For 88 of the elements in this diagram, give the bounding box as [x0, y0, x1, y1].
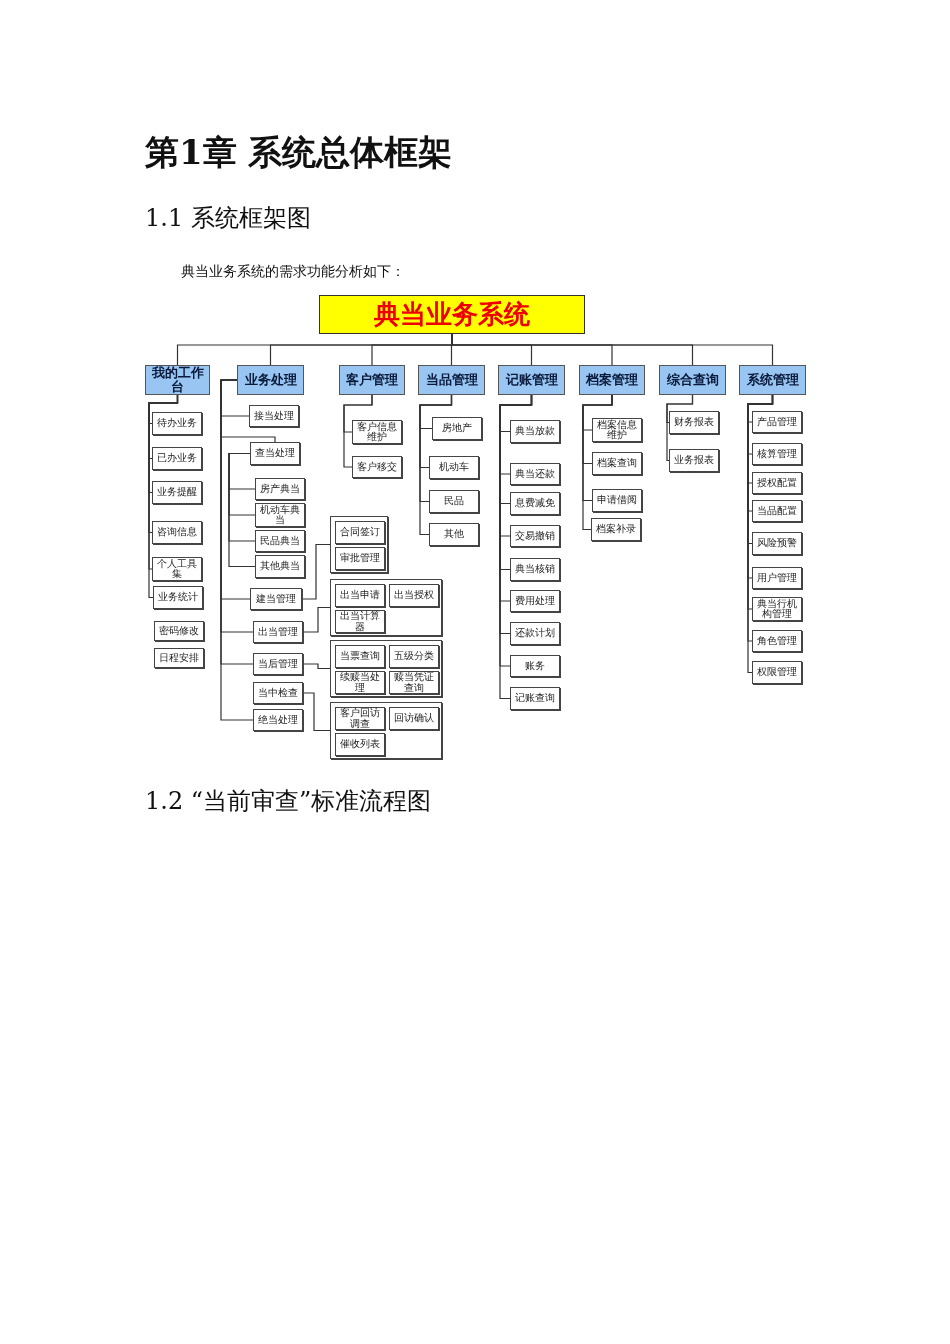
connector-line	[301, 543, 331, 600]
connector-line	[666, 394, 694, 462]
connector-line	[343, 394, 373, 468]
function-box: 当后管理	[253, 653, 303, 675]
function-box: 民品	[429, 490, 479, 513]
connector-line	[302, 692, 331, 732]
function-box: 赎当凭证查询	[389, 671, 439, 694]
section-heading: 1.1 系统框架图	[145, 203, 311, 234]
category-box: 客户管理	[339, 365, 405, 395]
function-box: 出当管理	[253, 621, 303, 643]
intro-text: 典当业务系统的需求功能分析如下：	[181, 263, 405, 281]
function-box: 房产典当	[255, 478, 305, 500]
function-box: 角色管理	[752, 630, 802, 652]
group-box	[330, 702, 442, 759]
function-box: 客户回访调查	[335, 707, 385, 730]
function-box: 密码修改	[154, 621, 204, 641]
category-box: 综合查询	[659, 365, 726, 395]
function-box: 五级分类	[389, 645, 439, 668]
connector-line	[419, 394, 453, 536]
function-box: 房地产	[432, 417, 482, 440]
function-box: 业务统计	[153, 586, 203, 609]
function-box: 档案信息维护	[592, 418, 642, 442]
function-box: 出当授权	[389, 584, 439, 607]
category-box: 当品管理	[418, 365, 485, 395]
function-box: 客户移交	[352, 456, 402, 478]
function-box: 典当行机构管理	[752, 597, 802, 621]
function-box: 回访确认	[389, 707, 439, 730]
chapter-heading: 第1章 系统总体框架	[145, 131, 453, 174]
category-box: 我的工作台	[145, 365, 210, 395]
function-box: 当品配置	[752, 500, 802, 522]
category-box: 系统管理	[739, 365, 806, 395]
category-box: 档案管理	[579, 365, 645, 395]
function-box: 息费减免	[510, 492, 560, 515]
function-box: 风险预警	[752, 532, 802, 555]
category-box: 业务处理	[237, 365, 304, 395]
function-box: 已办业务	[152, 447, 202, 470]
group-box	[330, 579, 442, 636]
function-box: 日程安排	[154, 648, 204, 668]
function-box: 档案查询	[592, 452, 642, 475]
function-box: 产品管理	[752, 411, 802, 433]
function-box: 授权配置	[752, 472, 802, 494]
function-box: 记账查询	[510, 687, 560, 710]
function-box: 典当放款	[510, 420, 560, 443]
title-box: 典当业务系统	[319, 295, 585, 334]
function-box: 待办业务	[152, 412, 202, 435]
function-box: 客户信息维护	[352, 420, 402, 444]
section-heading: 1.2 “当前审查”标准流程图	[145, 786, 432, 817]
function-box: 账务	[510, 655, 560, 677]
function-box: 典当还款	[510, 463, 560, 485]
function-box: 个人工具集	[152, 557, 202, 581]
function-box: 其他	[429, 523, 479, 546]
function-box: 绝当处理	[253, 709, 303, 731]
function-box: 财务报表	[669, 411, 719, 434]
function-box: 出当计算器	[335, 610, 385, 633]
function-box: 档案补录	[591, 518, 641, 541]
connector-line	[302, 663, 331, 670]
function-box: 续赎当处理	[335, 671, 385, 694]
function-box: 其他典当	[255, 555, 305, 578]
connector-line	[582, 394, 613, 531]
function-box: 审批管理	[335, 547, 385, 570]
connector-line	[228, 452, 256, 568]
function-box: 出当申请	[335, 584, 385, 607]
function-box: 合同签订	[335, 521, 385, 544]
function-box: 交易撤销	[510, 525, 560, 547]
function-box: 查当处理	[250, 442, 300, 465]
function-box: 建当管理	[250, 588, 302, 610]
function-box: 还款计划	[510, 622, 560, 645]
function-box: 接当处理	[249, 405, 299, 427]
function-box: 民品典当	[255, 530, 305, 552]
category-box: 记账管理	[498, 365, 565, 395]
function-box: 业务提醒	[152, 481, 202, 504]
function-box: 机动车	[429, 456, 479, 479]
function-box: 当票查询	[335, 645, 385, 668]
function-box: 咨询信息	[152, 521, 202, 544]
group-box	[330, 640, 442, 697]
function-box: 费用处理	[510, 590, 560, 612]
function-box: 核算管理	[752, 443, 802, 465]
connector-line	[220, 379, 254, 721]
function-box: 业务报表	[669, 449, 719, 472]
function-box: 机动车典当	[255, 503, 305, 527]
function-box: 催收列表	[335, 733, 385, 756]
function-box: 权限管理	[752, 661, 802, 684]
connector-line	[302, 606, 331, 633]
function-box: 申请借阅	[592, 489, 642, 512]
function-box: 用户管理	[752, 567, 802, 589]
function-box: 典当核销	[510, 558, 560, 581]
function-box: 当中检查	[253, 682, 303, 704]
group-box	[330, 516, 388, 573]
